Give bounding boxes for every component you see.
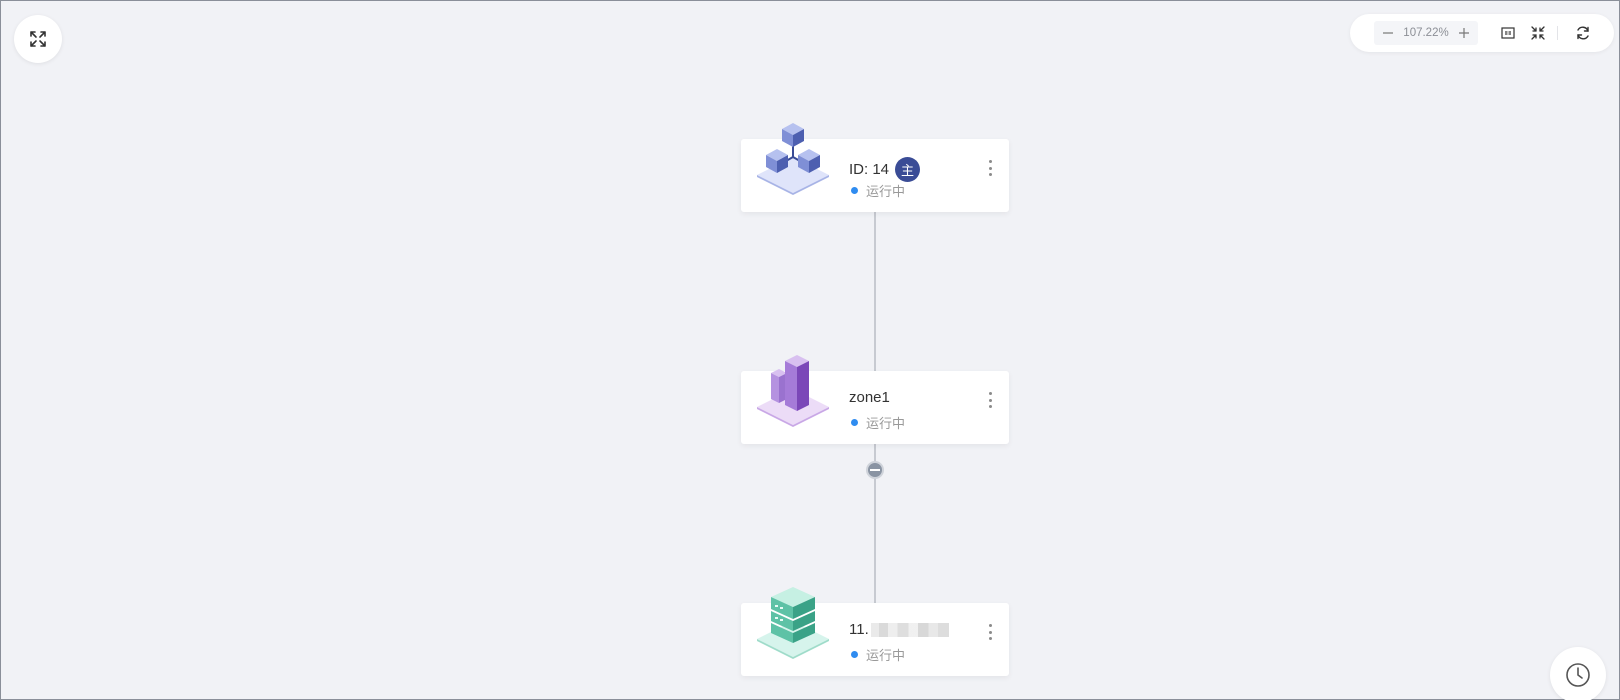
node-status-text: 运行中 <box>866 416 906 431</box>
node-status-text: 运行中 <box>866 184 906 199</box>
toolbar-divider <box>1557 26 1558 40</box>
zone-icon <box>757 355 829 427</box>
zoom-out-icon <box>1383 32 1393 34</box>
zoom-value: 107.22% <box>1403 27 1449 39</box>
node-status: 运行中 <box>851 413 905 432</box>
server-node[interactable]: 11. 运行中 <box>741 587 1009 676</box>
fit-view-button[interactable] <box>1528 23 1548 43</box>
fullscreen-icon <box>30 31 46 47</box>
status-dot-icon <box>851 651 858 658</box>
connector-line <box>874 444 876 606</box>
more-dots-icon <box>988 392 992 395</box>
node-title-text: zone1 <box>849 389 890 406</box>
node-more-button[interactable] <box>985 157 995 179</box>
collapse-toggle-button[interactable] <box>866 461 884 479</box>
zoom-out-button[interactable] <box>1378 23 1398 43</box>
zoom-control: 107.22% <box>1374 21 1478 45</box>
redacted-address <box>870 622 949 637</box>
connector-line <box>874 212 876 372</box>
node-title: zone1 <box>849 389 890 406</box>
zoom-in-button[interactable] <box>1454 23 1474 43</box>
node-title-text: 11. <box>849 621 869 638</box>
node-more-button[interactable] <box>985 389 995 411</box>
node-title-text: ID: 14 <box>849 161 890 178</box>
zoom-in-icon <box>1459 28 1469 38</box>
node-more-button[interactable] <box>985 621 995 643</box>
cluster-node[interactable]: ID: 14 主 运行中 <box>741 123 1009 212</box>
fullscreen-button[interactable] <box>14 15 62 63</box>
more-dots-icon <box>988 160 992 163</box>
actual-size-button[interactable] <box>1498 23 1518 43</box>
node-title: ID: 14 主 <box>849 157 921 182</box>
fit-view-icon <box>1531 26 1545 40</box>
actual-size-icon <box>1501 27 1515 39</box>
status-dot-icon <box>851 419 858 426</box>
more-dots-icon <box>988 624 992 627</box>
clock-icon <box>1566 663 1590 687</box>
refresh-button[interactable] <box>1573 23 1593 43</box>
history-button[interactable] <box>1550 647 1606 700</box>
status-dot-icon <box>851 187 858 194</box>
zone-node[interactable]: zone1 运行中 <box>741 355 1009 444</box>
node-status: 运行中 <box>851 645 905 664</box>
primary-badge: 主 <box>895 157 921 182</box>
cluster-icon <box>757 123 829 195</box>
node-title: 11. <box>849 621 949 638</box>
server-icon <box>757 587 829 659</box>
node-status: 运行中 <box>851 181 905 200</box>
canvas-toolbar: 107.22% <box>1350 14 1614 52</box>
node-status-text: 运行中 <box>866 648 906 663</box>
refresh-icon <box>1577 26 1589 40</box>
